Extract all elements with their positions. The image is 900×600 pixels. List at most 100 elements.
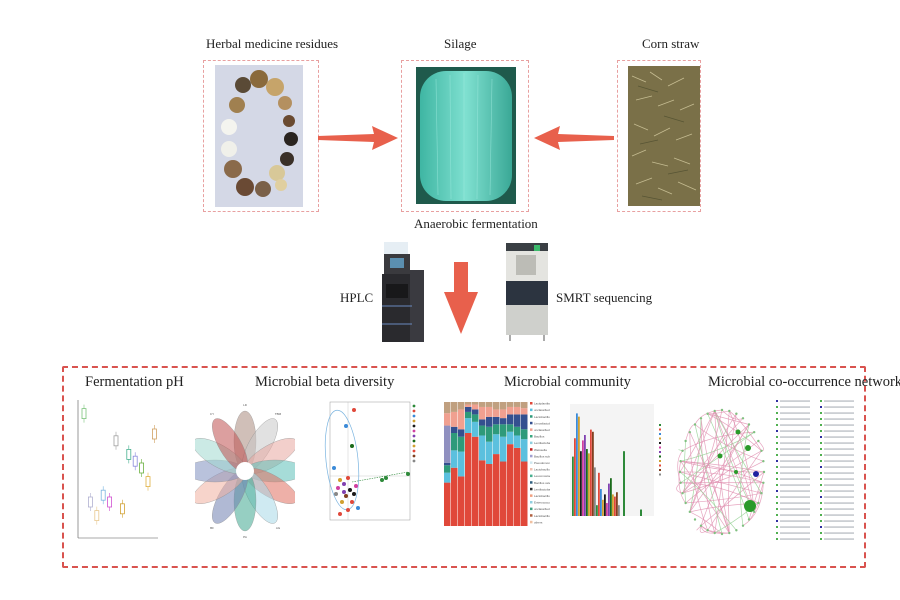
- stack-legend-label: others: [534, 520, 543, 524]
- gbar-legend-swatch: [659, 446, 661, 449]
- arrow-down-icon: [444, 262, 478, 334]
- network-edge: [678, 461, 686, 504]
- ph-box: [120, 503, 125, 515]
- network-node: [741, 524, 745, 527]
- network-legend-text: [824, 400, 854, 402]
- network-legend-text: [824, 484, 854, 486]
- network-legend-text: [780, 514, 810, 516]
- pcoa-point: [344, 424, 348, 428]
- stack-legend-label: Lentilactobacillus: [534, 441, 550, 445]
- pcoa-point: [338, 478, 342, 482]
- network-edge: [689, 432, 730, 534]
- ph-box: [139, 462, 144, 474]
- pcoa-point: [348, 488, 352, 492]
- ph-box: [132, 455, 138, 467]
- network-legend-text: [780, 472, 810, 474]
- stack-segment: [444, 462, 451, 466]
- network-edge: [699, 525, 708, 533]
- network-legend-text: [824, 430, 854, 432]
- network-legend-swatch: [776, 478, 778, 480]
- corn-frame: [617, 60, 701, 212]
- ph-box: [152, 428, 157, 440]
- gbar-legend-swatch: [659, 433, 661, 435]
- network-node: [735, 412, 738, 415]
- stack-legend-label: unclassified: [534, 507, 550, 511]
- network-legend-swatch: [776, 484, 778, 486]
- stack-segment: [472, 436, 479, 526]
- network-legend-text: [824, 520, 854, 522]
- network-legend-swatch: [776, 502, 778, 504]
- stack-legend-swatch: [530, 435, 533, 438]
- network-edge: [694, 424, 723, 535]
- stack-segment: [458, 451, 465, 477]
- network-edge: [680, 431, 755, 462]
- gbar-bar: [618, 505, 620, 516]
- network-legend-text: [780, 430, 810, 432]
- network-legend-text: [780, 532, 810, 534]
- network-edge: [680, 460, 764, 484]
- stack-legend-label: Pseudomonas: [534, 461, 550, 465]
- anaerobic-fermentation-label: Anaerobic fermentation: [414, 216, 538, 231]
- gbar-bar: [588, 453, 590, 516]
- network-legend-swatch: [776, 424, 778, 426]
- network-legend-swatch: [776, 442, 778, 444]
- network-legend-swatch: [776, 418, 778, 420]
- network-edge: [677, 450, 683, 483]
- stack-segment: [458, 402, 465, 410]
- pcoa-point: [350, 500, 354, 504]
- network-edge: [700, 418, 716, 534]
- pcoa-point: [356, 506, 360, 510]
- network-edge: [682, 440, 759, 494]
- network-hub-node: [744, 500, 756, 512]
- network-legend-swatch: [776, 538, 778, 540]
- pcoa-legend-dot: [412, 404, 416, 408]
- pcoa-point: [352, 408, 356, 412]
- pcoa-legend-dot: [412, 434, 416, 438]
- network-legend-swatch: [820, 454, 822, 456]
- stack-segment: [444, 472, 451, 483]
- network-legend-swatch: [820, 514, 822, 516]
- network-legend-text: [780, 490, 810, 492]
- venn-petal-label: BF: [210, 526, 214, 530]
- network-legend-swatch: [820, 532, 822, 534]
- stack-legend-swatch: [530, 481, 533, 484]
- pcoa-legend-dot: [412, 414, 416, 418]
- stack-segment: [493, 434, 500, 455]
- network-node: [757, 501, 760, 505]
- network-node: [679, 481, 682, 484]
- network-node: [747, 423, 751, 426]
- silage-bale-photo: [416, 67, 516, 204]
- network-node: [760, 449, 763, 452]
- network-legend-text: [780, 478, 810, 480]
- network-edge: [714, 410, 730, 534]
- pcoa-point: [380, 478, 384, 482]
- stack-segment: [465, 411, 472, 419]
- network-legend-text: [824, 460, 854, 462]
- pcoa-scatter: [324, 401, 416, 521]
- stack-segment: [472, 414, 479, 422]
- stack-segment: [500, 409, 507, 419]
- gbar-bar: [596, 505, 598, 516]
- network-legend-swatch: [820, 412, 822, 414]
- analysis-panel: [62, 366, 866, 568]
- network-edge: [684, 440, 686, 504]
- network-legend-text: [824, 538, 854, 540]
- network-legend-text: [824, 502, 854, 504]
- pcoa-point: [342, 490, 346, 494]
- stack-legend-label: Limosilactobacillus: [534, 421, 550, 425]
- gbar-legend-swatch: [659, 437, 661, 440]
- stack-legend-swatch: [530, 415, 533, 418]
- stack-segment: [500, 461, 507, 526]
- network-edge: [689, 418, 702, 512]
- smrt-sequencer: [504, 243, 550, 341]
- stack-legend-swatch: [530, 501, 533, 504]
- network-legend-swatch: [820, 496, 822, 498]
- gbar-bar: [592, 431, 594, 516]
- pcoa-legend-dot: [412, 439, 416, 443]
- gbar-bar: [598, 472, 600, 516]
- stack-segment: [507, 444, 514, 526]
- network-edge: [728, 413, 737, 534]
- arrow-left-icon: [534, 126, 614, 150]
- network-legend-text: [780, 418, 810, 420]
- network-hub-node: [753, 471, 759, 477]
